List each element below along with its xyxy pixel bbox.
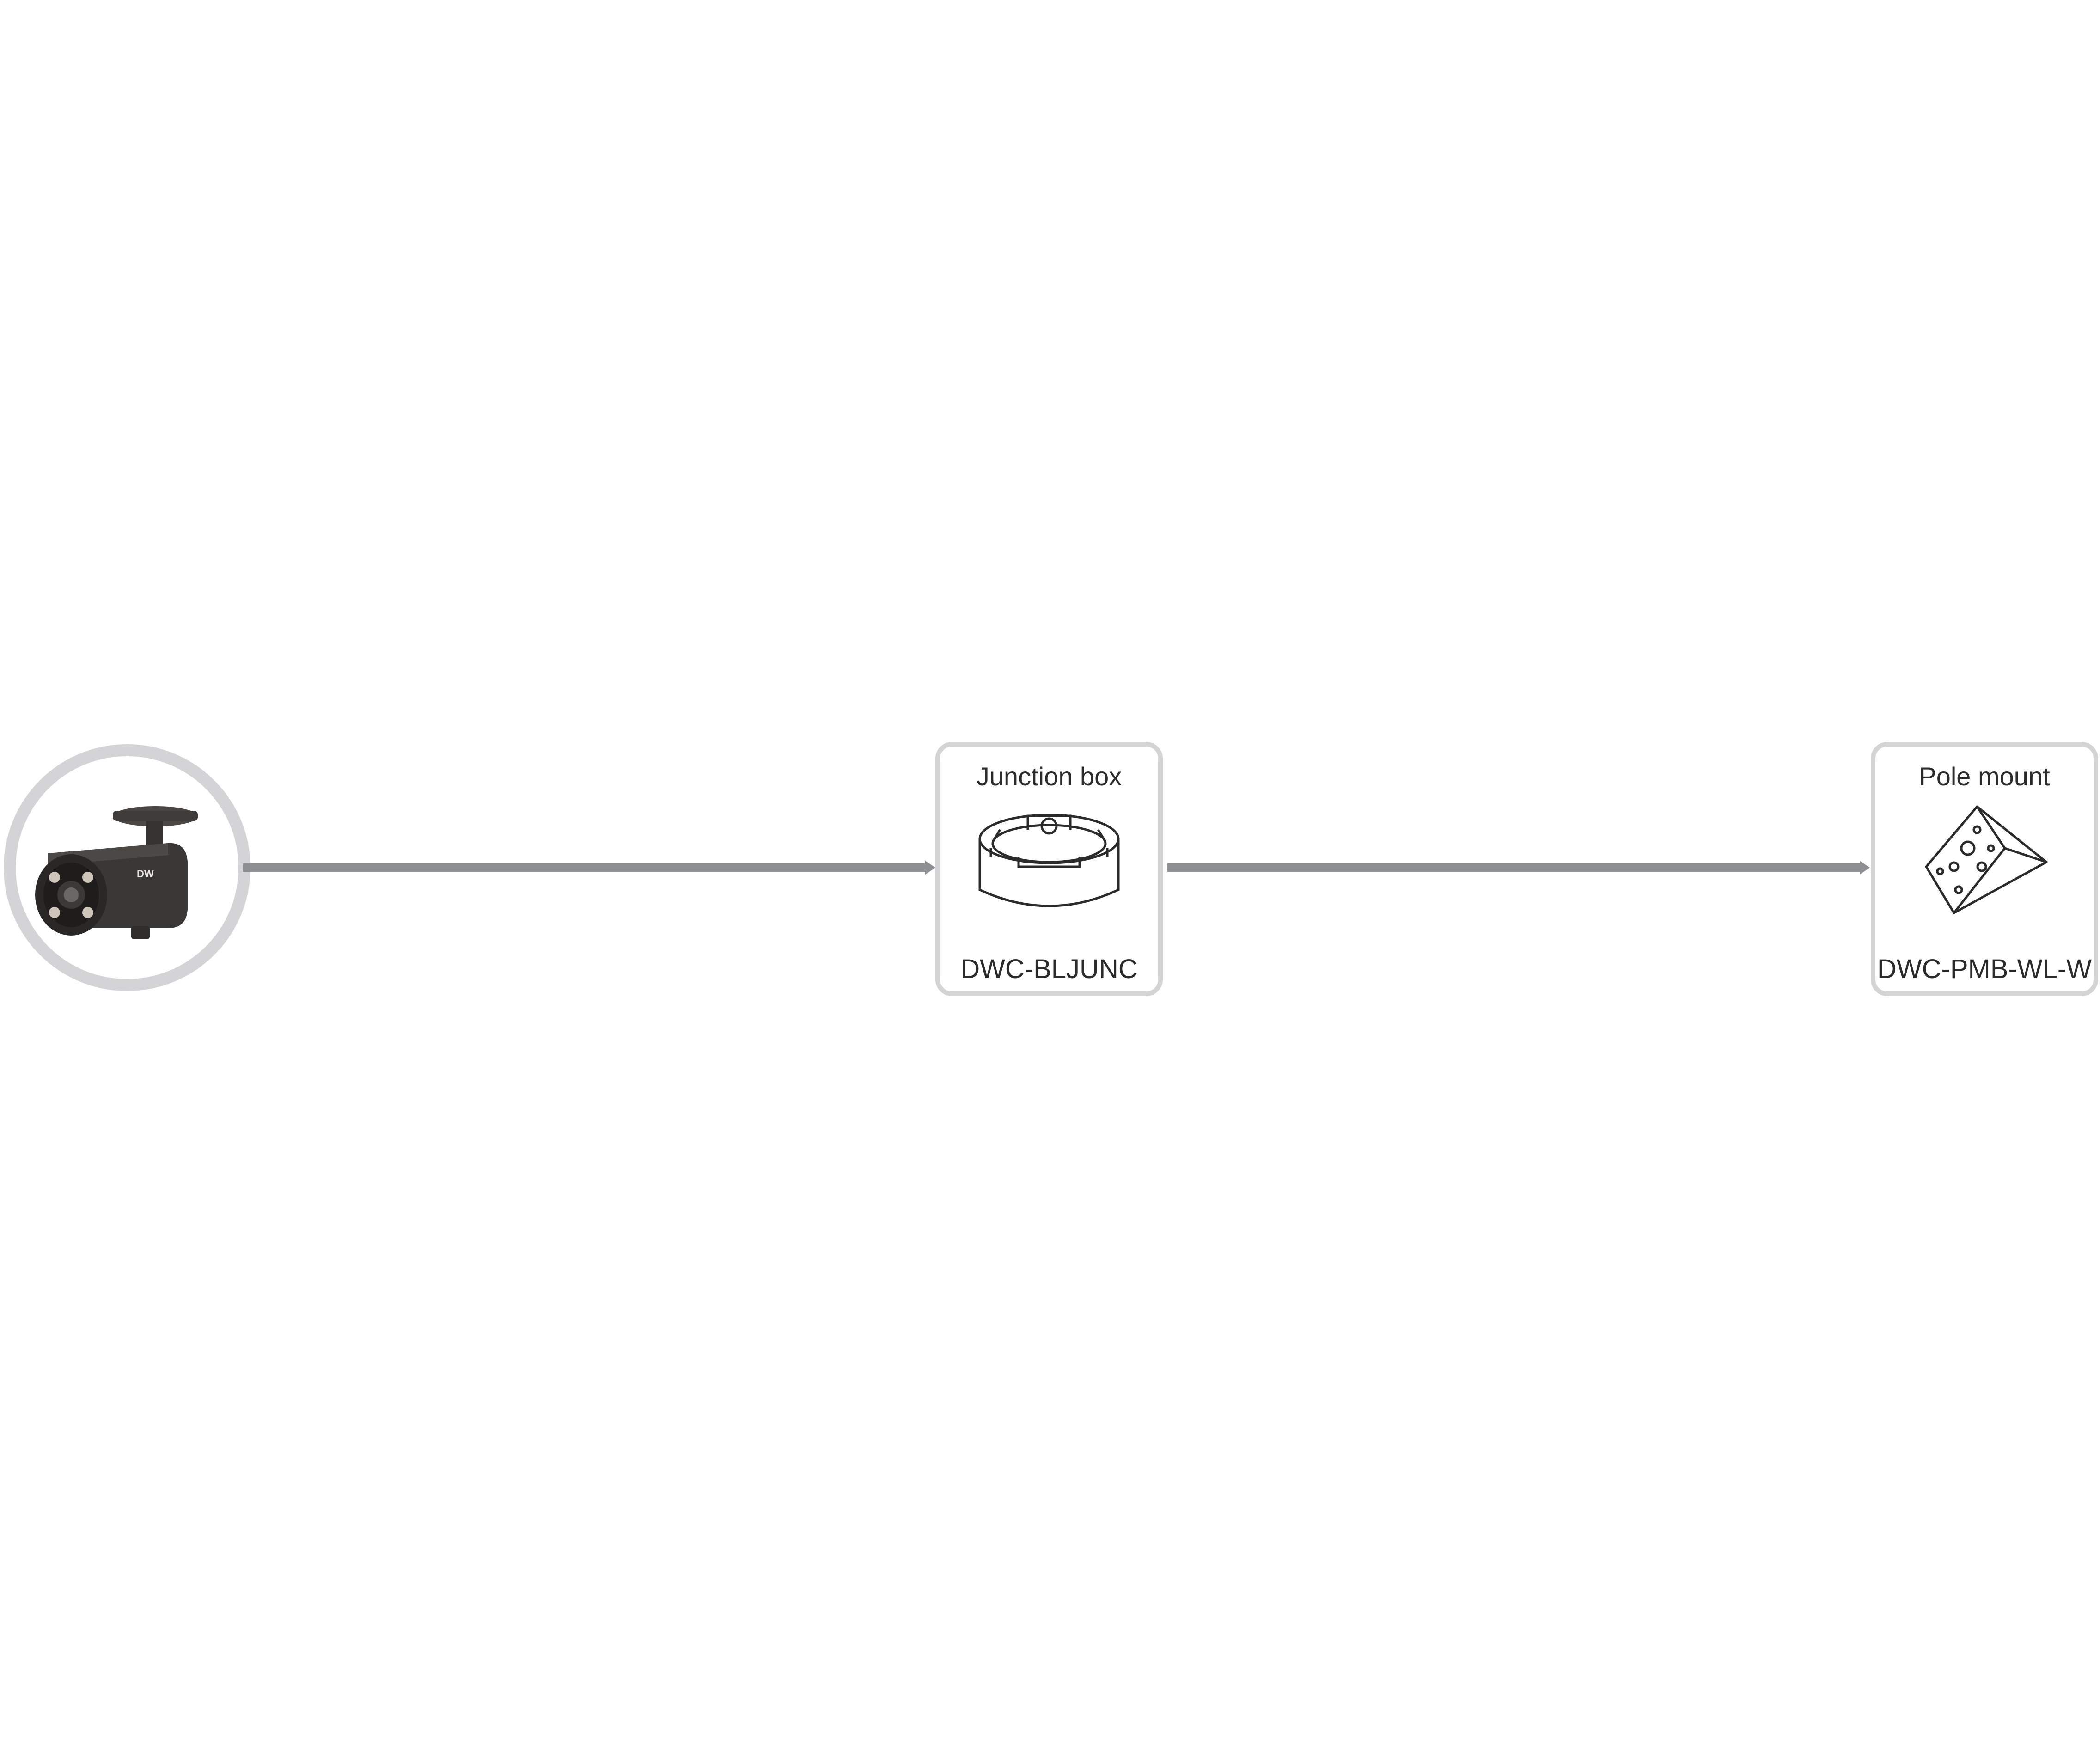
connector-line-2	[1167, 863, 1863, 872]
node-title: Junction box	[976, 762, 1122, 791]
bullet-camera-icon: DW	[35, 806, 198, 939]
node-title: Pole mount	[1919, 762, 2050, 791]
node-model: DWC-BLJUNC	[960, 954, 1138, 984]
pole-mount-node: Pole mount DWC-PMB-WL-W	[1871, 742, 2098, 996]
node-model: DWC-PMB-WL-W	[1877, 954, 2092, 984]
connector-arrow-1	[925, 861, 935, 875]
camera-badge: DW	[137, 868, 154, 880]
junction-box-icon	[978, 814, 1120, 907]
junction-box-node: Junction box DWC-BLJUNC	[935, 742, 1163, 996]
camera-ring: DW	[4, 744, 250, 991]
pole-mount-bracket-icon	[1925, 805, 2048, 914]
connector-arrow-2	[1860, 861, 1870, 875]
connector-line-1	[243, 863, 929, 872]
